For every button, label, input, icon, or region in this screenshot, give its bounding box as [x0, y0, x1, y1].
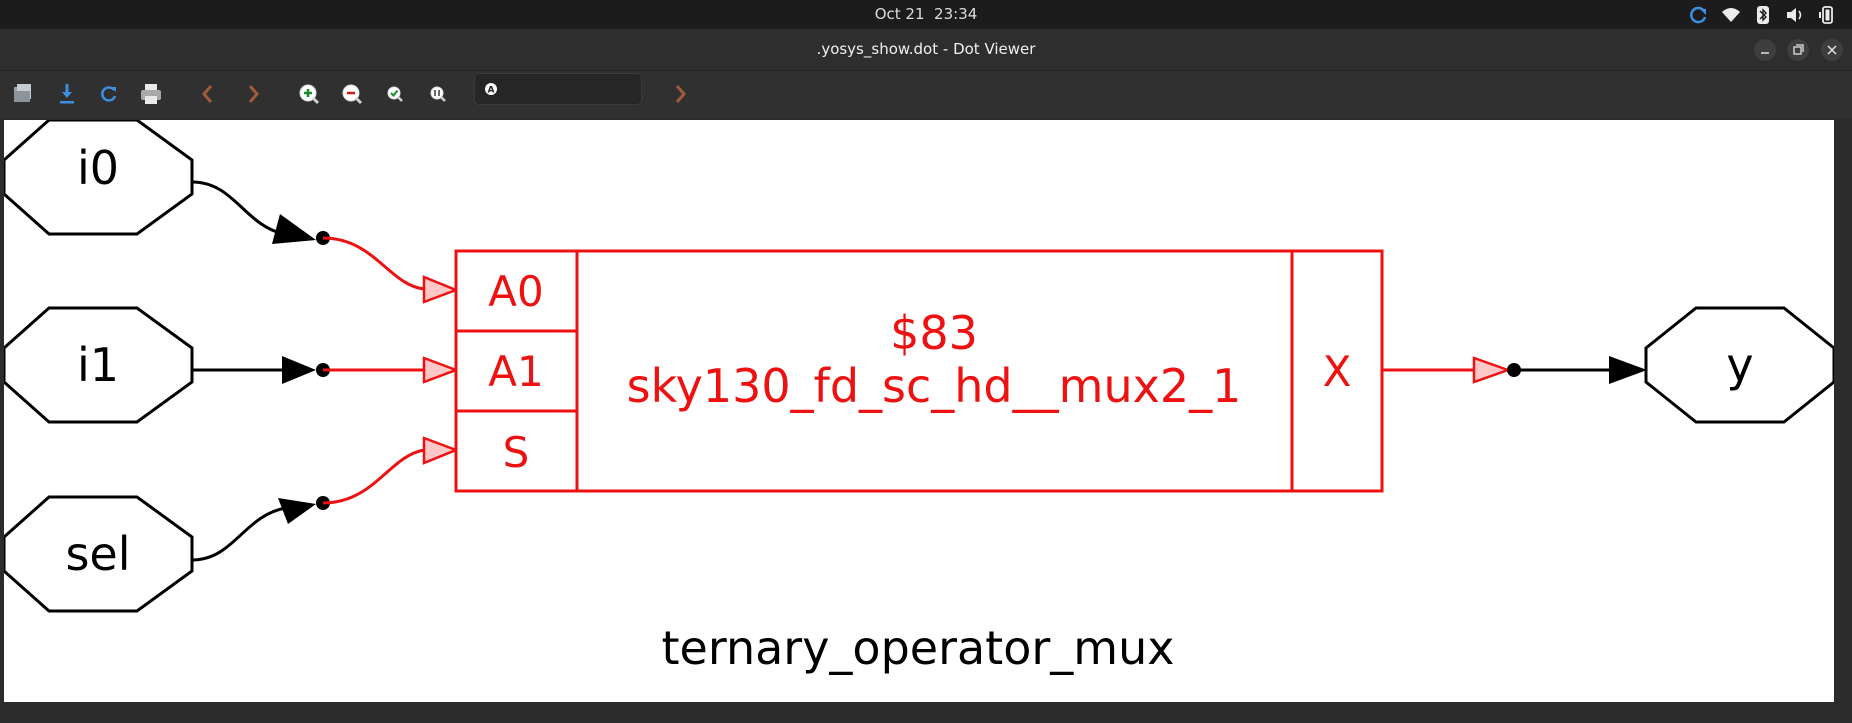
- input-label-i0: i0: [77, 141, 119, 195]
- forward-icon[interactable]: [238, 79, 268, 109]
- graph-canvas[interactable]: i0 i1 sel: [2, 118, 1836, 702]
- clock[interactable]: Oct 21 23:34: [0, 0, 1852, 29]
- input-port-sel[interactable]: sel: [2, 495, 194, 613]
- svg-text:A: A: [488, 86, 495, 96]
- system-tray[interactable]: [1688, 0, 1838, 29]
- restore-icon: [1793, 44, 1804, 55]
- cell-port-A1: A1: [488, 347, 543, 396]
- input-port-i0[interactable]: i0: [2, 118, 194, 236]
- output-wires: [1382, 356, 1647, 384]
- cell-id: $83: [890, 306, 978, 360]
- cell-port-A0: A0: [488, 267, 543, 316]
- search-icon: A: [485, 83, 497, 96]
- battery-icon[interactable]: [1816, 4, 1838, 26]
- search-input[interactable]: A: [474, 73, 642, 105]
- refresh-icon[interactable]: [1688, 4, 1710, 26]
- graph-label: ternary_operator_mux: [662, 621, 1175, 675]
- cell-input-wires: [322, 236, 460, 505]
- volume-icon[interactable]: [1784, 4, 1806, 26]
- output-label-y: y: [1726, 338, 1753, 392]
- output-port-y[interactable]: y: [1644, 306, 1836, 424]
- zoom-fit-icon[interactable]: [380, 79, 410, 109]
- toolbar: [0, 71, 1852, 118]
- window-bottom-edge: [0, 702, 1852, 723]
- mux-cell[interactable]: A0 A1 S $83 sky130_fd_sc_hd__mux2_1 X: [454, 249, 1384, 493]
- window-title: .yosys_show.dot - Dot Viewer: [816, 40, 1036, 58]
- input-port-i1[interactable]: i1: [2, 306, 194, 424]
- zoom-out-icon[interactable]: [337, 79, 367, 109]
- cell-type: sky130_fd_sc_hd__mux2_1: [627, 359, 1242, 413]
- bluetooth-icon[interactable]: [1752, 4, 1774, 26]
- input-label-sel: sel: [65, 527, 130, 581]
- open-icon[interactable]: [8, 79, 38, 109]
- save-icon[interactable]: [52, 79, 82, 109]
- close-button[interactable]: [1821, 39, 1843, 61]
- window-titlebar[interactable]: .yosys_show.dot - Dot Viewer: [0, 29, 1852, 71]
- find-next-icon[interactable]: [665, 79, 695, 109]
- clock-time: 23:34: [934, 5, 978, 23]
- system-top-bar: Oct 21 23:34: [0, 0, 1852, 29]
- input-label-i1: i1: [77, 338, 119, 392]
- back-icon[interactable]: [193, 79, 223, 109]
- zoom-in-icon[interactable]: [294, 79, 324, 109]
- cell-port-X: X: [1323, 347, 1352, 396]
- zoom-100-icon[interactable]: [423, 79, 453, 109]
- reload-icon[interactable]: [94, 79, 124, 109]
- minimize-button[interactable]: [1754, 39, 1776, 61]
- clock-date: Oct 21: [874, 5, 925, 23]
- minimize-icon: [1761, 52, 1769, 54]
- graph-svg: i0 i1 sel: [2, 118, 1836, 675]
- maximize-button[interactable]: [1787, 39, 1809, 61]
- wifi-icon[interactable]: [1720, 4, 1742, 26]
- close-icon: [1827, 45, 1837, 55]
- cell-port-S: S: [503, 428, 530, 477]
- input-wires: [191, 180, 330, 562]
- print-icon[interactable]: [136, 79, 166, 109]
